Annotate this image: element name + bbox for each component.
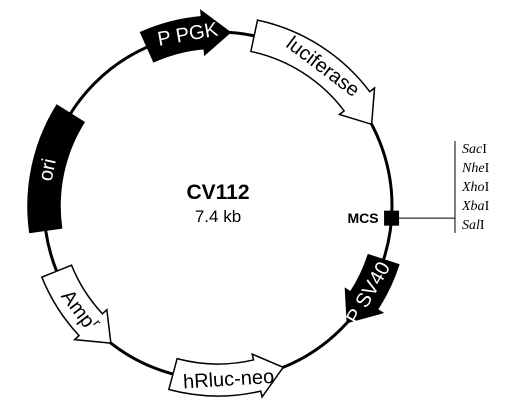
mcs-group: MCS SacI NheI XhoI XbaI SalI — [347, 141, 490, 233]
feature-luciferase-arrow — [249, 19, 376, 126]
feature-hrluc-neo: hRluc-neo — [167, 352, 285, 399]
feature-hrluc-neo-arrow — [167, 352, 285, 399]
feature-ppgk-arrow — [139, 9, 232, 63]
feature-ppgk: P PGK — [139, 9, 232, 63]
restriction-site: SalI — [462, 218, 485, 233]
feature-ori-arrow — [27, 104, 86, 234]
plasmid-size: 7.4 kb — [195, 207, 241, 226]
feature-ampr-arrow — [40, 264, 112, 344]
feature-luciferase: luciferase — [249, 19, 376, 126]
restriction-site: SacI — [462, 142, 487, 157]
feature-ori: ori — [27, 104, 86, 234]
restriction-site: NheI — [461, 161, 490, 176]
mcs-marker — [384, 210, 400, 226]
feature-ori-label: ori — [35, 157, 61, 183]
restriction-site: XbaI — [461, 199, 490, 214]
restriction-site: XhoI — [461, 180, 490, 195]
feature-ampr: Ampr — [40, 264, 112, 344]
feature-psv40-arrow — [344, 253, 400, 324]
feature-psv40: P SV40 — [342, 253, 400, 328]
plasmid-name: CV112 — [186, 181, 249, 204]
mcs-label: MCS — [347, 210, 378, 226]
